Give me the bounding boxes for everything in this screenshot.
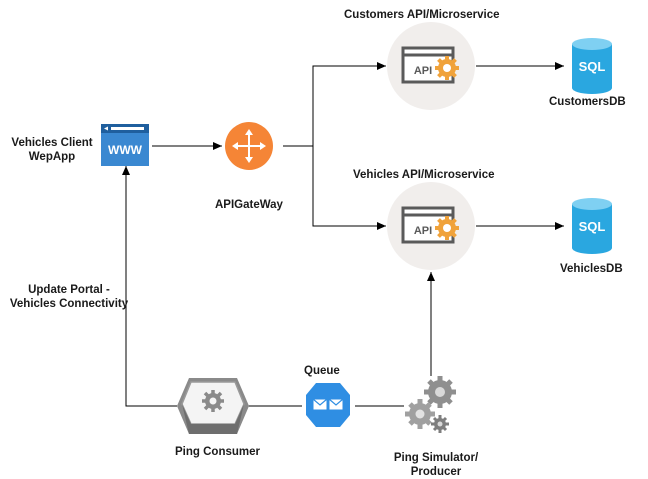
edge-consumer-to-client [122, 166, 177, 407]
www-browser-icon: WWW [101, 124, 149, 166]
customers-api-icon: API [387, 22, 475, 110]
gear-icon [435, 216, 459, 240]
queue-label: Queue [304, 365, 340, 377]
queue-envelope-icon [306, 383, 350, 427]
customers-db-label: CustomersDB [549, 96, 626, 108]
ping-simulator-label: Ping Simulator/ Producer [393, 452, 479, 478]
edge-gateway-to-customers-api [283, 62, 386, 147]
connectors [122, 62, 564, 407]
ping-consumer-icon [177, 378, 249, 434]
update-portal-edge-label: Update Portal - Vehicles Connectivity [9, 284, 129, 310]
customers-api-icon-text: API [414, 65, 432, 77]
gears-icon [405, 376, 456, 433]
vehicles-db-label: VehiclesDB [560, 263, 623, 275]
sql-text: SQL [579, 219, 606, 234]
client-label: Vehicles Client WepApp [11, 137, 93, 163]
vehicles-api-icon: API [387, 182, 475, 270]
api-gateway-icon [225, 122, 273, 170]
vehicles-api-label: Vehicles API/Microservice [353, 169, 495, 181]
customers-db-sql-icon: SQL [572, 38, 612, 94]
www-icon-text: WWW [108, 143, 143, 157]
customers-api-label: Customers API/Microservice [344, 9, 500, 21]
vehicles-db-sql-icon: SQL [572, 198, 612, 254]
edge-gateway-to-vehicles-api [312, 146, 386, 230]
gateway-label: APIGateWay [215, 199, 283, 211]
sql-text: SQL [579, 59, 606, 74]
vehicles-api-icon-text: API [414, 225, 432, 237]
gear-icon [435, 56, 459, 80]
ping-consumer-label: Ping Consumer [175, 446, 260, 458]
